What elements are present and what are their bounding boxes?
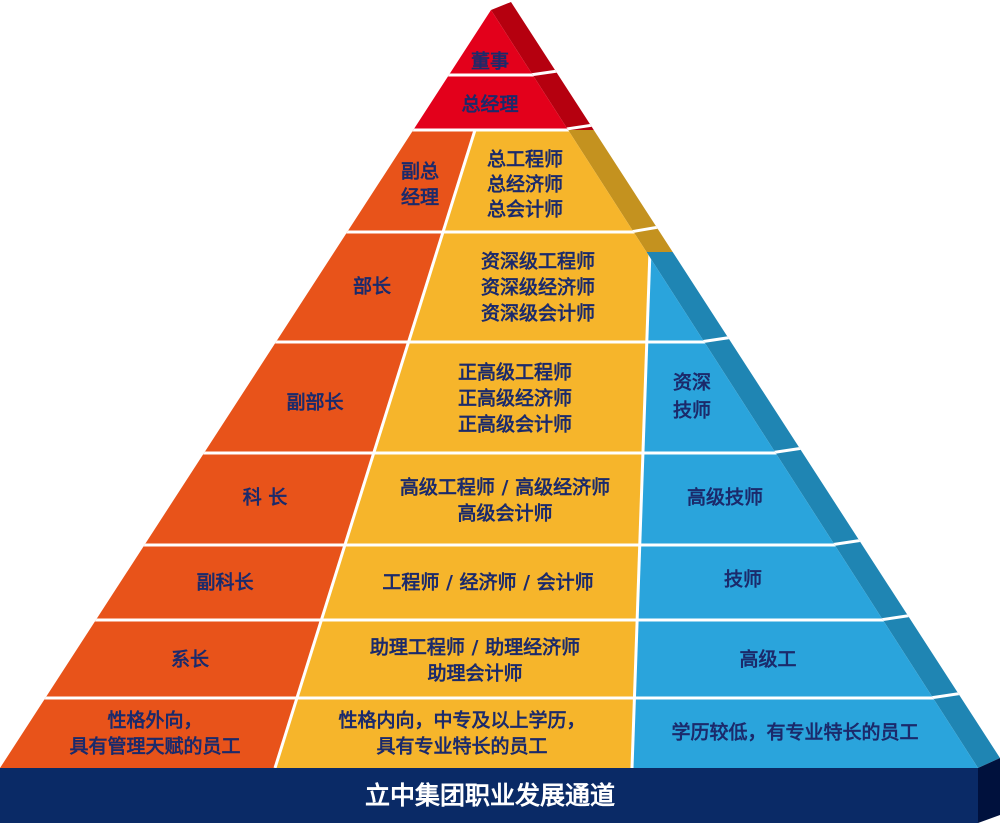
prof-assistant-1: 助理工程师 / 助理经济师 — [370, 636, 580, 659]
prof-senior-2: 高级会计师 — [457, 502, 552, 525]
level-deputy-department-head: 副部长 — [286, 391, 344, 414]
professional-track — [275, 130, 978, 768]
tech-base: 学历较低，有专业特长的员工 — [671, 721, 918, 744]
level-deputy-gm-line2: 经理 — [401, 186, 439, 209]
level-general-manager: 总经理 — [461, 93, 518, 116]
prof-senior-expert-3: 资深级会计师 — [481, 302, 595, 325]
level-section-chief: 科 长 — [243, 486, 289, 509]
management-base-line1: 性格外向， — [107, 709, 202, 732]
prof-assistant-2: 助理会计师 — [427, 662, 522, 685]
prof-chief-1: 总工程师 — [487, 148, 563, 171]
prof-full-senior-2: 正高级经济师 — [458, 387, 572, 410]
banner-title: 立中集团职业发展通道 — [365, 781, 615, 810]
level-chairman: 董事 — [471, 50, 509, 73]
banner-side — [978, 758, 1000, 823]
prof-senior-1: 高级工程师 / 高级经济师 — [400, 476, 610, 499]
level-deputy-section-chief: 副科长 — [196, 571, 254, 594]
prof-mid: 工程师 / 经济师 / 会计师 — [382, 571, 593, 594]
banner — [0, 768, 978, 823]
tech-senior-expert-2: 技师 — [673, 399, 711, 422]
prof-full-senior-3: 正高级会计师 — [458, 413, 572, 436]
prof-senior-expert-2: 资深级经济师 — [481, 276, 595, 299]
prof-base-1: 性格内向，中专及以上学历， — [338, 709, 585, 732]
prof-chief-3: 总会计师 — [487, 198, 563, 221]
prof-base-2: 具有专业特长的员工 — [376, 735, 547, 758]
tech-senior-technician: 高级技师 — [687, 486, 763, 509]
tech-senior-expert-1: 资深 — [673, 371, 711, 394]
level-department-head: 部长 — [353, 275, 392, 298]
management-base-line2: 具有管理天赋的员工 — [69, 735, 240, 758]
tech-technician: 技师 — [724, 568, 762, 591]
prof-chief-2: 总经济师 — [487, 173, 563, 196]
tech-senior-worker: 高级工 — [739, 648, 796, 671]
level-deputy-gm: 副总 — [401, 160, 439, 183]
level-unit-chief: 系长 — [171, 649, 210, 671]
prof-senior-expert-1: 资深级工程师 — [481, 250, 595, 273]
prof-full-senior-1: 正高级工程师 — [458, 361, 572, 384]
